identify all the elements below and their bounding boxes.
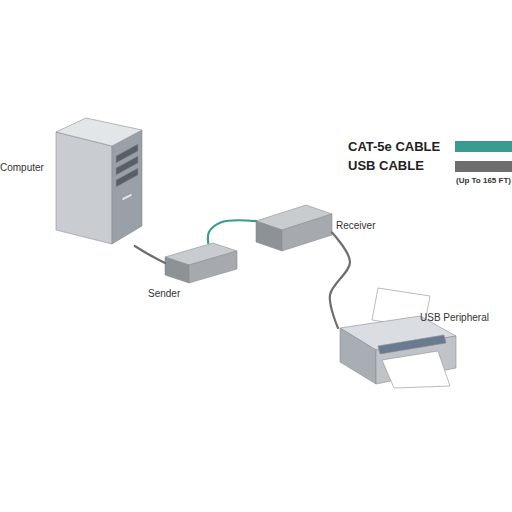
sender-unit-shape [165,243,237,283]
computer-tower: Computer [52,118,144,246]
usb-cable [135,246,165,263]
node-label: Receiver [336,220,375,231]
node-label: Sender [148,288,180,299]
cable-length-note: (Up To 165 FT) [456,176,511,185]
shape-face [382,351,450,388]
shape-face [189,251,237,283]
receiver-unit-shape [256,205,332,251]
shape-face [56,132,112,244]
receiver-unit: Receiver [256,205,332,251]
shape-face [256,221,282,251]
shape-face [116,168,138,187]
legend-swatch [455,161,512,172]
node-label: USB Peripheral [420,312,489,323]
shape-face [165,257,189,283]
cat5e-cable [208,220,256,243]
usb-printer: USB Peripheral [338,288,458,388]
computer-tower-shape [52,118,144,246]
shape-face [282,214,332,251]
sender-unit: Sender [165,243,237,283]
shape-face [56,118,142,146]
legend-text: USB CABLE [348,158,424,173]
node-label: Computer [0,162,44,173]
shape-face [340,328,376,384]
legend-text: CAT-5e CABLE [348,139,440,154]
usb-cable [330,233,350,328]
shape-face [112,130,142,244]
usb-printer-shape [338,288,458,388]
shape-face [122,193,132,201]
legend-swatch [455,141,512,152]
